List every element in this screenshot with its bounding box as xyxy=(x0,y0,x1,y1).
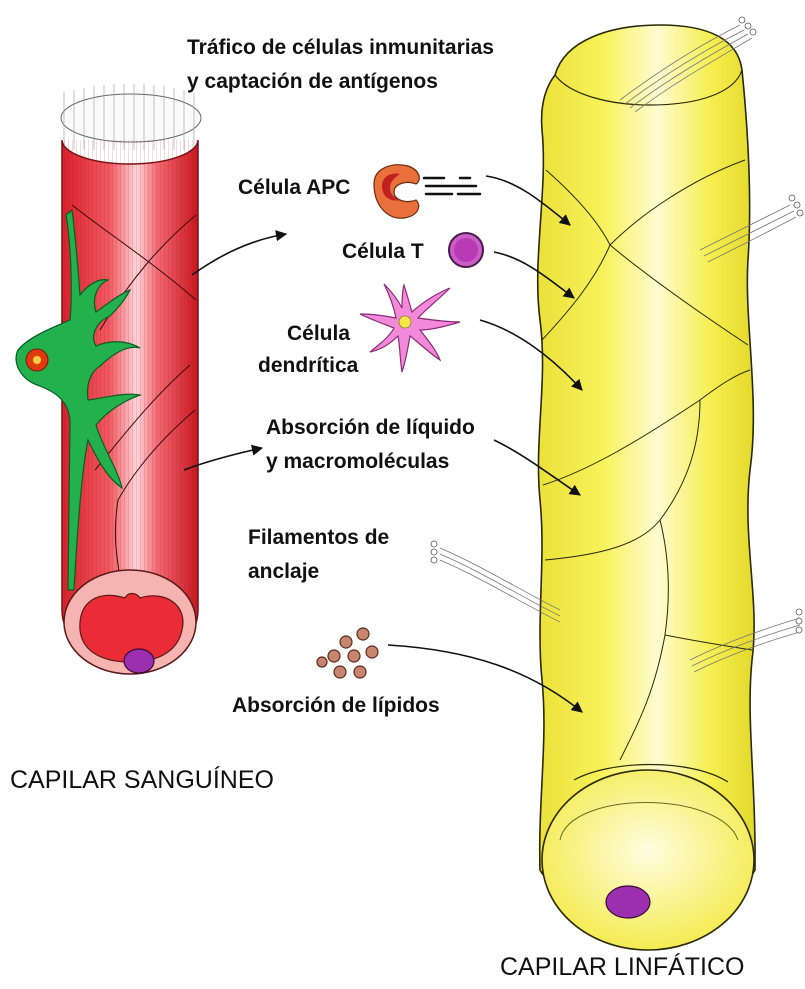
label-trafficking-line2: y captación de antígenos xyxy=(187,70,438,93)
label-lymphatic-capillary: CAPILAR LINFÁTICO xyxy=(500,952,745,981)
label-blood-capillary: CAPILAR SANGUÍNEO xyxy=(10,765,274,794)
label-filaments-line1: Filamentos de xyxy=(248,526,389,549)
label-dendritic-line1: Célula xyxy=(287,322,350,345)
blood-capillary-nucleus xyxy=(124,649,154,673)
label-lipid-absorption: Absorción de lípidos xyxy=(232,694,440,717)
pericyte-nucleolus xyxy=(33,356,41,364)
dendritic-cell-icon xyxy=(360,284,460,372)
blood-capillary xyxy=(16,84,201,674)
label-filaments-line2: anclaje xyxy=(248,560,319,583)
label-liquid-line1: Absorción de líquido xyxy=(266,416,475,439)
label-t-cell: Célula T xyxy=(342,240,424,263)
blood-capillary-top-rim xyxy=(61,94,201,142)
apc-cell-icon xyxy=(374,165,480,218)
label-liquid-line2: y macromoléculas xyxy=(266,450,449,473)
label-trafficking-line1: Tráfico de células inmunitarias xyxy=(187,36,494,59)
t-cell-icon xyxy=(449,233,483,267)
lymphatic-capillary-cross-section xyxy=(542,770,754,950)
lymphatic-capillary-nucleus xyxy=(606,886,650,918)
label-dendritic-line2: dendrítica xyxy=(258,354,359,377)
arrow-blood-to-trafficking xyxy=(192,234,286,275)
label-apc-cell: Célula APC xyxy=(238,176,350,199)
lymphatic-capillary xyxy=(431,17,803,950)
lipid-droplets-icon xyxy=(317,628,378,678)
